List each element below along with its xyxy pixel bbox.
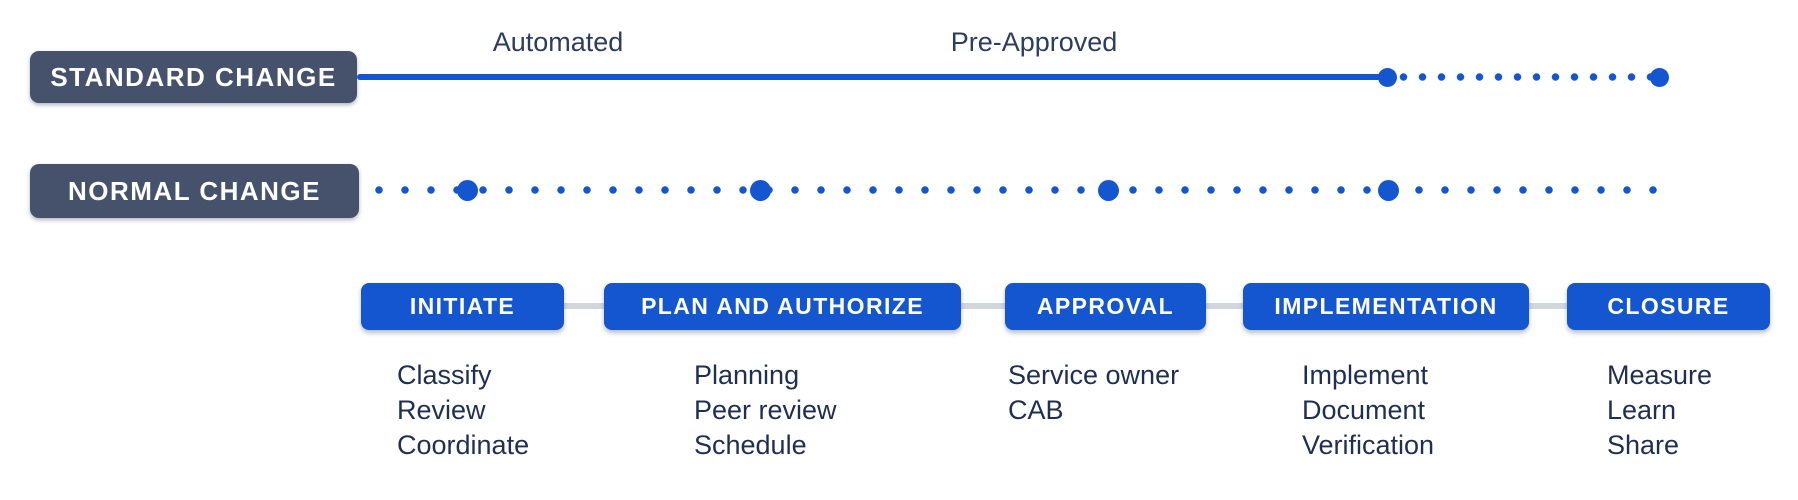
standard-change-label: STANDARD CHANGE — [30, 51, 357, 103]
normal-milestone-dot — [456, 179, 478, 201]
normal-milestone-dot — [1377, 179, 1399, 201]
task-item: Classify — [397, 360, 492, 390]
stage-button-initiate: INITIATE — [361, 283, 564, 330]
standard-milestone-dot — [1649, 67, 1669, 87]
task-item: Measure — [1607, 360, 1713, 390]
stage-connector — [1519, 303, 1577, 309]
stage-connector — [951, 303, 1015, 309]
stage-connector — [554, 303, 614, 309]
normal-milestone-dot — [1097, 179, 1119, 201]
task-item: CAB — [1008, 395, 1064, 425]
task-item: Peer review — [694, 395, 837, 425]
task-item: Planning — [694, 360, 800, 390]
stage-button-closure: CLOSURE — [1567, 283, 1770, 330]
normal-dotted-line — [366, 186, 1664, 194]
task-item: Verification — [1302, 430, 1435, 460]
standard-milestone-dot — [1377, 67, 1397, 87]
stage-button-approval: APPROVAL — [1005, 283, 1206, 330]
task-item: Learn — [1607, 395, 1677, 425]
task-item: Share — [1607, 430, 1680, 460]
pre-approved-annotation: Pre-Approved — [950, 27, 1118, 57]
task-item: Coordinate — [397, 430, 530, 460]
task-item: Document — [1302, 395, 1426, 425]
normal-change-label: NORMAL CHANGE — [30, 164, 359, 218]
stage-connector — [1196, 303, 1253, 309]
automated-annotation: Automated — [492, 27, 624, 57]
task-item: Schedule — [694, 430, 807, 460]
standard-solid-line — [357, 74, 1387, 80]
stage-button-implementation: IMPLEMENTATION — [1243, 283, 1529, 330]
stage-button-plan-and-authorize: PLAN AND AUTHORIZE — [604, 283, 961, 330]
normal-milestone-dot — [749, 179, 771, 201]
task-item: Review — [397, 395, 486, 425]
standard-dotted-line — [1394, 73, 1654, 81]
task-item: Implement — [1302, 360, 1429, 390]
task-item: Service owner — [1008, 360, 1180, 390]
